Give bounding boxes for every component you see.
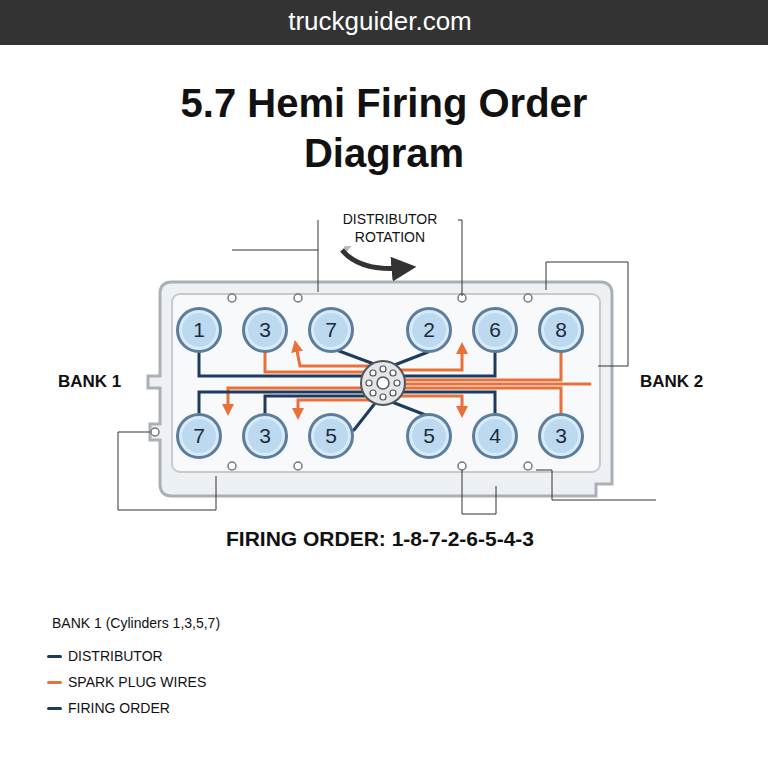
legend-text: DISTRIBUTOR [68,648,163,664]
cylinder-number: 6 [489,318,501,342]
bank-label: BANK 1 [58,372,121,392]
bank-label: BANK 2 [640,372,703,392]
cylinder-number: 5 [423,424,435,448]
legend-line-sample [47,655,62,658]
cylinder-circle: 7 [176,413,222,459]
cylinder-circle: 1 [176,307,222,353]
cylinder-number: 3 [259,424,271,448]
cylinder-number: 4 [489,424,501,448]
site-watermark: truckguider.com [0,6,764,37]
legend-line-sample [47,681,62,684]
cylinder-circle: 4 [472,413,518,459]
legend-text: SPARK PLUG WIRES [68,674,206,690]
legend-row: DISTRIBUTOR [47,648,163,664]
bank-note: BANK 1 (Cylinders 1,3,5,7) [52,615,220,631]
cylinder-circle: 3 [242,307,288,353]
engine-block [148,282,612,496]
legend-row: SPARK PLUG WIRES [47,674,206,690]
cylinder-circle: 5 [406,413,452,459]
diagram-title: 5.7 Hemi Firing Order Diagram [134,78,634,178]
cylinder-number: 1 [193,318,205,342]
rotation-label: DISTRIBUTOR ROTATION [322,210,458,246]
cylinder-circle: 5 [308,413,354,459]
cylinder-number: 8 [555,318,567,342]
cylinder-circle: 3 [538,413,584,459]
cylinder-number: 3 [555,424,567,448]
cylinder-number: 7 [325,318,337,342]
cylinder-number: 5 [325,424,337,448]
distributor-cap [361,361,405,405]
cylinder-number: 7 [193,424,205,448]
legend-text: FIRING ORDER [68,700,170,716]
legend-line-sample [47,707,62,710]
legend-row: FIRING ORDER [47,700,170,716]
cylinder-number: 2 [423,318,435,342]
cylinder-circle: 7 [308,307,354,353]
cylinder-circle: 2 [406,307,452,353]
cylinder-number: 3 [259,318,271,342]
cylinder-circle: 8 [538,307,584,353]
firing-order-text: FIRING ORDER: 1-8-7-2-6-5-4-3 [0,527,764,551]
cylinder-circle: 6 [472,307,518,353]
cylinder-circle: 3 [242,413,288,459]
